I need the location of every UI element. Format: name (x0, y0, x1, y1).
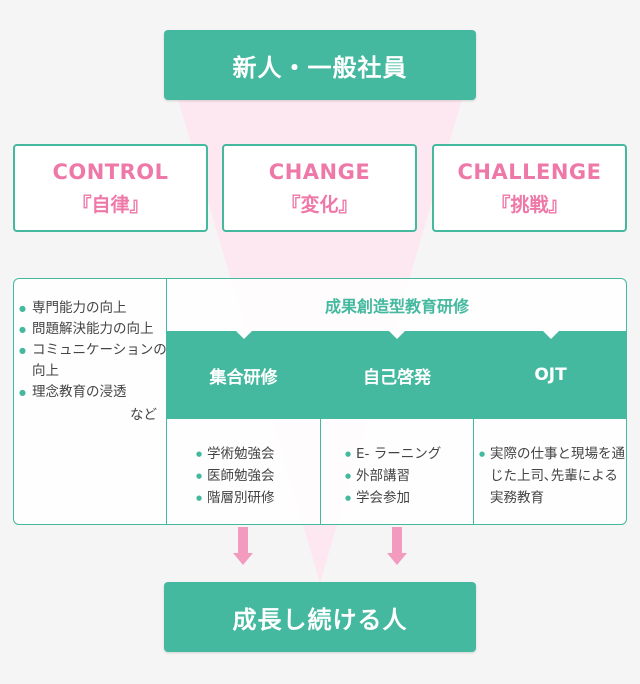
top-box: 新人・一般社員 (164, 30, 476, 100)
list-item: 学術勉強会 (196, 443, 318, 465)
goal-item: 専門能力の向上 (19, 298, 167, 319)
method-header-ojt: OJT (474, 331, 627, 419)
bottom-box: 成長し続ける人 (164, 582, 476, 652)
list-item: 学会参加 (345, 487, 471, 509)
list-item: 階層別研修 (196, 487, 318, 509)
list-item: E- ラーニング (345, 443, 471, 465)
divider (166, 278, 167, 525)
list-item: 実際の仕事と現場を通じた上司､先輩による実務教育 (479, 443, 625, 509)
goal-list: 専門能力の向上 問題解決能力の向上 コミュニケーションの向上 理念教育の浸透 (19, 298, 167, 403)
goal-note: など (130, 407, 157, 423)
value-jp: 『自律』 (72, 193, 149, 216)
program-title: 成果創造型教育研修 (324, 297, 469, 316)
down-arrow-icon (233, 527, 253, 567)
divider (320, 331, 321, 525)
value-en: CONTROL (52, 159, 169, 184)
goal-item: 問題解決能力の向上 (19, 319, 167, 340)
method-header-group-training: 集合研修 (167, 331, 320, 419)
divider (473, 331, 474, 525)
notch (542, 331, 559, 339)
value-en: CHANGE (268, 159, 371, 184)
notch (389, 331, 405, 339)
down-arrow-icon (387, 527, 407, 567)
value-box-control: CONTROL 『自律』 (13, 144, 208, 232)
method-title: 自己啓発 (363, 367, 431, 388)
value-box-change: CHANGE 『変化』 (222, 144, 417, 232)
method-body-group-training: 学術勉強会 医師勉強会 階層別研修 (196, 443, 318, 509)
method-title: OJT (534, 365, 567, 385)
list-item: 外部講習 (345, 465, 471, 487)
method-body-ojt: 実際の仕事と現場を通じた上司､先輩による実務教育 (479, 443, 625, 509)
value-box-challenge: CHALLENGE 『挑戦』 (432, 144, 627, 232)
value-jp: 『変化』 (281, 193, 358, 216)
goal-item: コミュニケーションの向上 (19, 340, 167, 382)
value-jp: 『挑戦』 (491, 193, 568, 216)
goals-column: 専門能力の向上 問題解決能力の向上 コミュニケーションの向上 理念教育の浸透 な… (13, 278, 167, 525)
method-header-self-development: 自己啓発 (321, 331, 473, 419)
goal-item: 理念教育の浸透 (19, 382, 167, 403)
method-body-self-development: E- ラーニング 外部講習 学会参加 (345, 443, 471, 509)
value-en: CHALLENGE (457, 159, 602, 184)
method-title: 集合研修 (209, 367, 278, 388)
notch (235, 331, 252, 339)
list-item: 医師勉強会 (196, 465, 318, 487)
